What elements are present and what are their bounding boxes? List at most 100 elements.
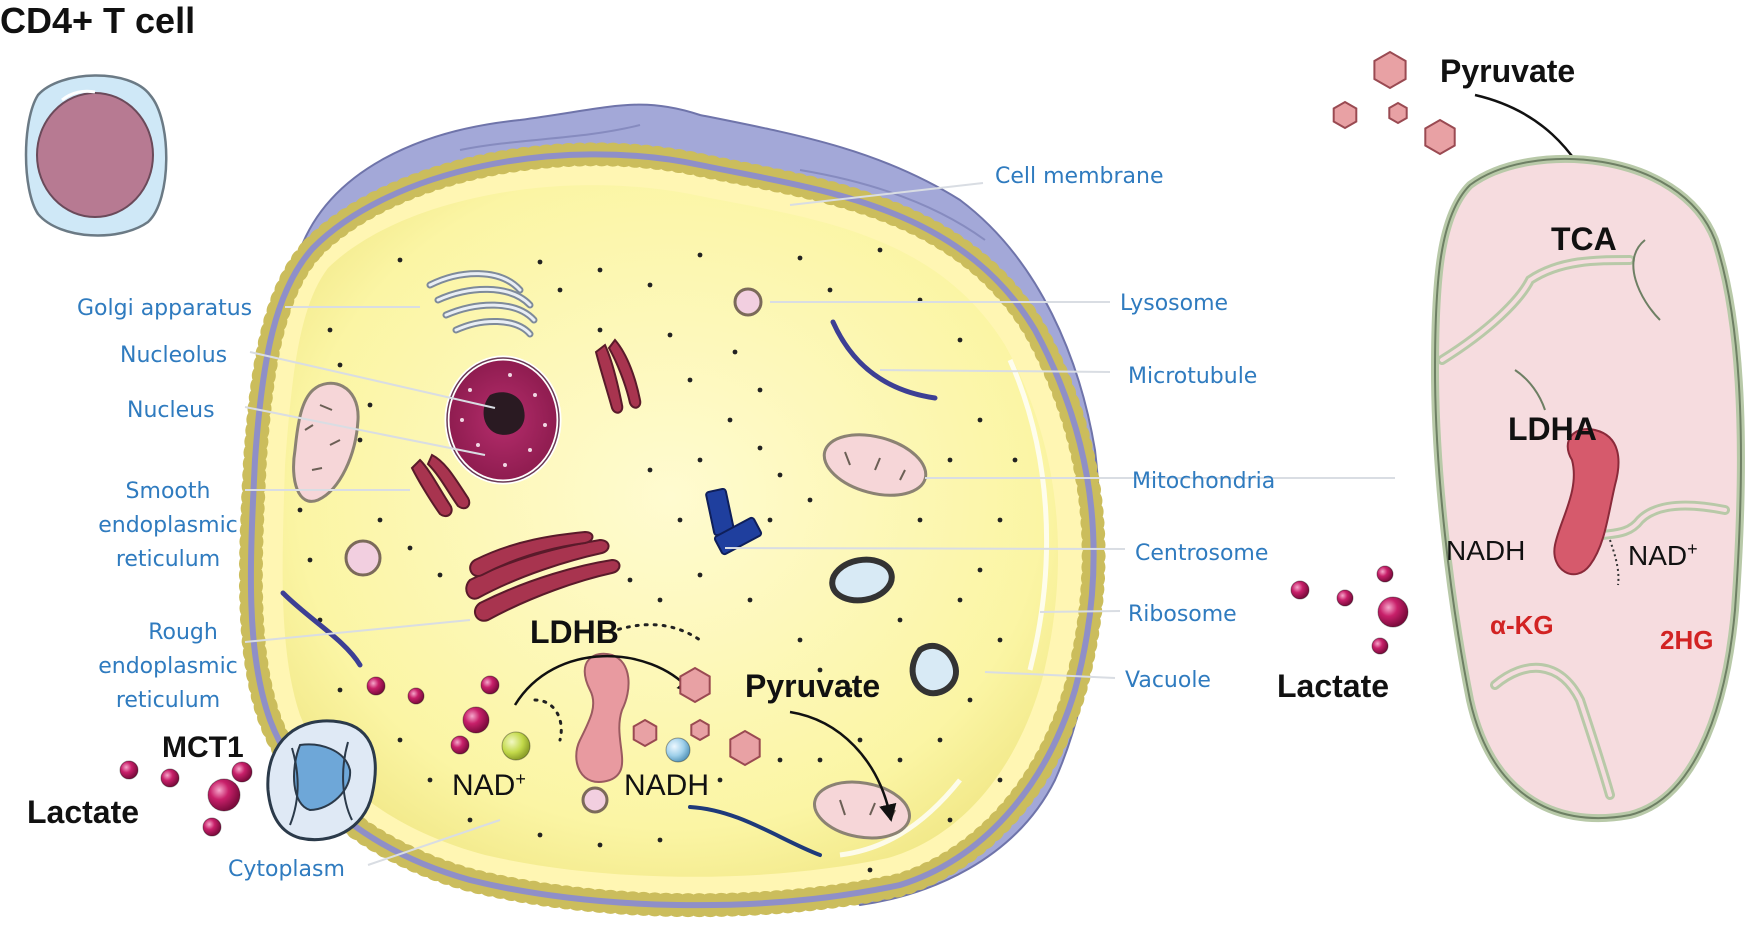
ribosome (817, 667, 823, 673)
ribosome (757, 445, 763, 451)
ldhb-enzyme (575, 652, 630, 783)
pyruvate-molecules (632, 50, 1456, 767)
ribosome (377, 517, 383, 523)
label-rough-er-line2: endoplasmic (98, 654, 238, 679)
ribosome (537, 832, 543, 838)
label-mitochondria: Mitochondria (1132, 469, 1275, 494)
label-nucleolus: Nucleolus (120, 343, 227, 368)
label-vacuole: Vacuole (1125, 668, 1211, 693)
ribosome (537, 259, 543, 265)
ribosome (957, 337, 963, 343)
lactate-sphere (462, 706, 490, 734)
label-ldhb: LDHB (530, 614, 619, 650)
label-alpha-kg: α-KG (1490, 610, 1554, 640)
ribosome (777, 472, 783, 478)
pyruvate-hexagon (729, 729, 761, 767)
label-nadh-cell: NADH (624, 769, 709, 802)
label-tca: TCA (1551, 221, 1617, 257)
ribosome (817, 757, 823, 763)
ribosome (597, 327, 603, 333)
label-centrosome: Centrosome (1135, 541, 1268, 566)
ribosome (867, 867, 873, 873)
ribosome (397, 257, 403, 263)
lactate-sphere (1371, 637, 1389, 655)
ribosome (697, 457, 703, 463)
ribosome (1012, 457, 1018, 463)
lactate-sphere (119, 760, 139, 780)
ribosome (717, 777, 723, 783)
ribosome (657, 597, 663, 603)
label-smooth-er-line1: Smooth (126, 479, 211, 504)
label-smooth-er-line2: endoplasmic (98, 513, 238, 538)
ribosome (437, 572, 443, 578)
label-pyruvate-top: Pyruvate (1440, 53, 1575, 89)
lactate-sphere (450, 735, 470, 755)
pyruvate-hexagon (1373, 50, 1407, 90)
lactate-sphere (1336, 589, 1354, 607)
ribosome (917, 517, 923, 523)
label-lysosome: Lysosome (1120, 291, 1228, 316)
ribosome (337, 687, 343, 693)
ribosome (427, 777, 433, 783)
lactate-sphere (231, 761, 253, 783)
ribosome (407, 545, 413, 551)
ribosome (327, 327, 333, 333)
mct1-transporter (266, 719, 377, 842)
ribosome (977, 567, 983, 573)
ribosome (777, 757, 783, 763)
label-ribosome: Ribosome (1128, 602, 1237, 627)
lactate-sphere (1376, 565, 1394, 583)
ribosome (877, 247, 883, 253)
ribosome (597, 267, 603, 273)
label-nucleus: Nucleus (127, 398, 215, 423)
label-microtubule: Microtubule (1128, 364, 1257, 389)
ribosome (947, 817, 953, 823)
ribosome (397, 737, 403, 743)
ribosome (732, 349, 738, 355)
lactate-sphere (366, 676, 386, 696)
ribosome (897, 757, 903, 763)
ribosome (827, 287, 833, 293)
pyruvate-hexagon (690, 718, 710, 742)
ribosome (807, 497, 813, 503)
ribosome (767, 517, 773, 523)
ribosome (997, 777, 1003, 783)
pyruvate-hexagon (1332, 100, 1358, 130)
label-cell-membrane: Cell membrane (995, 164, 1163, 189)
ribosome (647, 282, 653, 288)
microtubule (688, 805, 822, 857)
pyruvate-hexagon (632, 718, 658, 748)
label-lactate-left: Lactate (27, 794, 139, 830)
ribosome (357, 437, 363, 443)
ldhb-arrow (513, 655, 695, 706)
ribosome (297, 507, 303, 513)
ribosome (997, 517, 1003, 523)
label-lactate-right: Lactate (1277, 668, 1389, 704)
ribosome (597, 842, 603, 848)
label-smooth-er-line3: reticulum (116, 547, 220, 572)
nucleolus (483, 392, 525, 435)
lactate-sphere (160, 768, 180, 788)
leader-lines (244, 182, 1395, 866)
microtubule (280, 590, 363, 668)
ribosome (557, 287, 563, 293)
lactate-sphere (202, 817, 222, 837)
label-cytoplasm: Cytoplasm (228, 857, 345, 882)
cell-body (251, 103, 1100, 906)
label-golgi-apparatus: Golgi apparatus (77, 296, 252, 321)
ribosome (957, 597, 963, 603)
ribosome (697, 252, 703, 258)
ribosome (677, 517, 683, 523)
ribosome (337, 362, 343, 368)
ribosome (367, 402, 373, 408)
ribosome (667, 332, 673, 338)
ribosome (627, 577, 633, 583)
ribosome (947, 457, 953, 463)
ribosome (657, 837, 663, 843)
ribosome (797, 637, 803, 643)
pyruvate-hexagon (1424, 118, 1456, 156)
vacuole (829, 556, 895, 604)
nad-sphere (501, 731, 531, 761)
t-cell-icon (24, 74, 168, 237)
